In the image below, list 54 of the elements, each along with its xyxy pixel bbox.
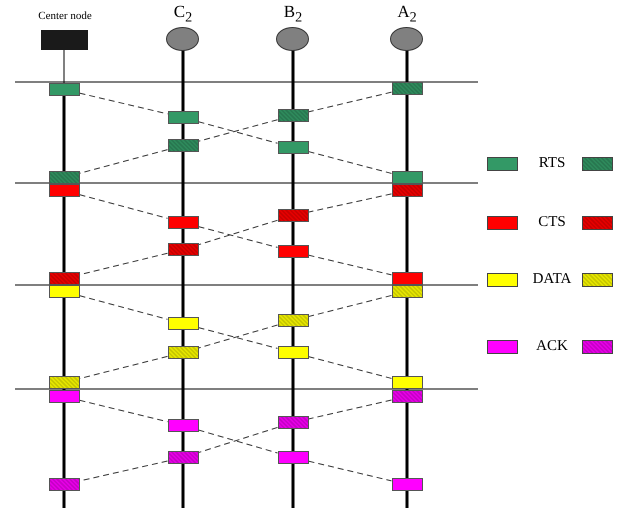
hatched-packet-box	[48, 272, 80, 285]
packet-box	[392, 171, 422, 184]
packet-box	[48, 83, 80, 96]
legend-label: ACK	[535, 338, 569, 355]
hatched-packet-box	[392, 184, 422, 197]
dashed-line	[79, 295, 168, 320]
hatched-packet-box	[278, 109, 308, 122]
hatched-packet-box	[278, 209, 308, 222]
packet-box	[168, 419, 198, 432]
node-label: Center node	[37, 10, 93, 22]
legend-label: DATA	[532, 271, 572, 288]
dashed-line	[308, 400, 392, 420]
dashed-line	[308, 92, 392, 112]
packet-box	[48, 390, 80, 403]
packet-box	[168, 216, 198, 229]
packet-box	[168, 111, 198, 124]
hatched-packet-box	[168, 451, 198, 464]
node-label: A$_{2}$	[396, 3, 418, 26]
hatched-packet-box	[48, 171, 80, 184]
packet-box	[392, 376, 422, 389]
hatched-packet-box	[168, 346, 198, 359]
dashed-line	[308, 294, 392, 318]
dashed-line	[79, 400, 168, 422]
dashed-line	[308, 151, 392, 174]
dashed-line	[198, 220, 278, 246]
packet-box	[168, 317, 198, 330]
hatched-packet-box	[278, 314, 308, 327]
packet-box	[48, 285, 80, 298]
hatched-packet-box	[168, 243, 198, 256]
packet-box	[278, 245, 308, 258]
dashed-line	[79, 194, 168, 219]
packet-box	[392, 478, 422, 491]
dashed-line	[79, 149, 168, 174]
packet-box	[278, 346, 308, 359]
dashed-line	[308, 254, 392, 276]
packet-box	[48, 184, 80, 197]
hatched-packet-box	[392, 390, 422, 403]
legend-label: RTS	[538, 155, 566, 172]
hatched-packet-box	[48, 478, 80, 491]
legend-label: CTS	[537, 214, 567, 231]
hatched-packet-box	[392, 285, 422, 298]
hatched-packet-box	[392, 82, 422, 95]
hatched-packet-box	[168, 139, 198, 152]
dashed-line	[198, 226, 278, 248]
node-label: B$_{2}$	[282, 3, 304, 26]
packet-box	[392, 272, 422, 285]
packet-box	[278, 451, 308, 464]
packet-box	[278, 141, 308, 154]
dashed-line	[308, 193, 392, 213]
node-label: C$_{2}$	[172, 3, 194, 26]
dashed-line	[308, 356, 392, 379]
dashed-line	[308, 460, 392, 482]
hatched-packet-box	[278, 416, 308, 429]
hatched-packet-box	[48, 376, 80, 389]
